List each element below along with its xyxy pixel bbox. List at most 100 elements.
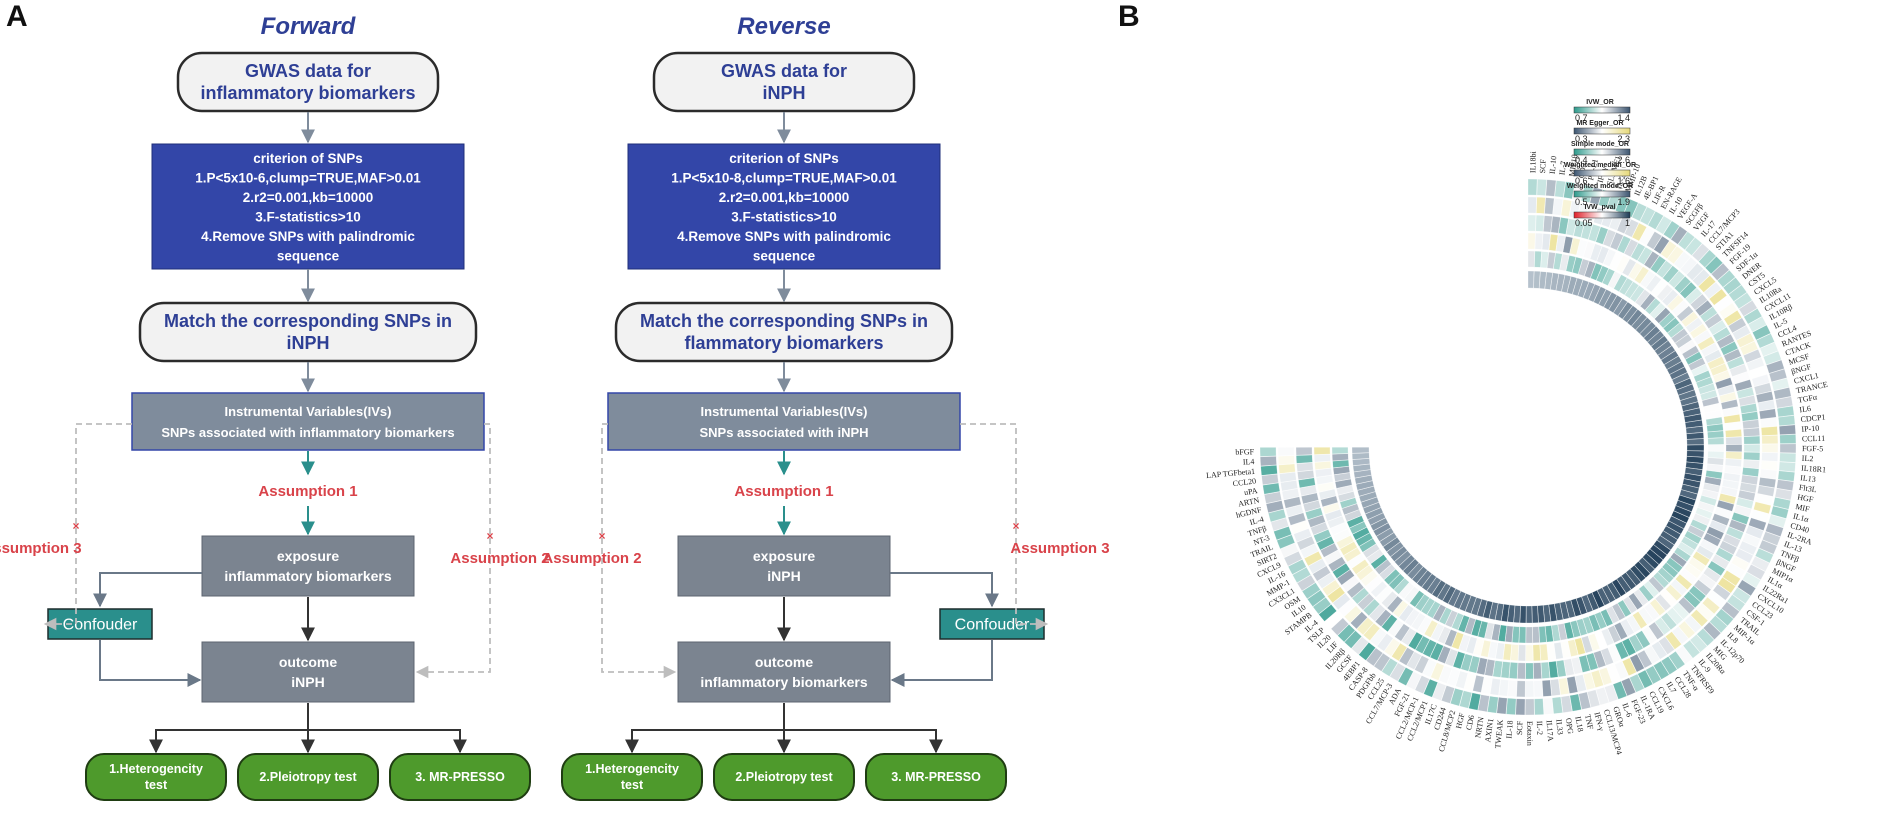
biomarker-label: Eotaxin [1525,721,1534,746]
heatmap-cell [1316,536,1335,551]
heatmap-cell [1722,406,1740,417]
heatmap-cell [1639,321,1657,338]
heatmap-cell [1574,637,1586,656]
heatmap-cell [1677,541,1695,557]
assumption-1-label: Assumption 1 [734,483,833,500]
outcome-text-line: outcome [279,654,338,670]
heatmap-cell [1704,313,1723,329]
heatmap-cell [1693,370,1712,383]
heatmap-cell [1743,444,1761,453]
test-box: 3. MR-PRESSO [389,753,531,801]
test-text-line: 1.Heterogencity [585,762,679,776]
heatmap-cell [1773,387,1792,400]
heatmap-cell [1437,645,1451,664]
heatmap-cell [1719,391,1737,403]
heatmap-cell [1675,645,1693,665]
heatmap-cell [1332,592,1351,610]
heatmap-cell [1720,486,1738,497]
heatmap-cell [1595,687,1610,706]
heatmap-cell [1653,660,1670,680]
heatmap-cell [1347,553,1366,569]
heatmap-cell [1484,622,1495,640]
heatmap-cell [1561,274,1572,293]
exposure-text-line: inflammatory biomarkers [224,568,391,584]
heatmap-cell [1649,544,1668,560]
heatmap-cell [1422,658,1437,678]
heatmap-cell [1438,607,1453,625]
panel-b-letter: B [1118,0,1140,33]
heatmap-cell [1565,218,1577,236]
heatmap-cell [1685,351,1703,366]
heatmap-cell [1724,465,1742,475]
heatmap-cell [1332,563,1351,579]
heatmap-cell [1526,605,1533,624]
biomarker-label: IL-18 [1505,720,1515,739]
heatmap-cell [1723,310,1743,326]
heatmap-cell [1733,292,1753,310]
heatmap-cell [1658,312,1676,329]
heatmap-cell [1677,231,1696,250]
heatmap-cell [1525,662,1534,680]
heatmap-cell [1602,229,1617,248]
heatmap-cell [1681,401,1700,412]
heatmap-cell [1609,232,1624,251]
heatmap-cell [1548,661,1559,679]
heatmap-cell [1510,644,1519,661]
heatmap-cell [1432,604,1447,622]
heatmap-cell [1617,599,1632,618]
biomarker-label: IL-7 [1557,160,1568,175]
heatmap-cell [1632,611,1648,629]
heatmap-cell [1751,374,1770,387]
heatmap-cell [1757,485,1775,497]
confounder-label: Confouder [955,617,1030,634]
heatmap-cell [1495,642,1505,660]
heatmap-cell [1707,437,1725,445]
heatmap-cell [1495,603,1504,622]
heatmap-cell [1352,527,1370,541]
exposure-text-line: exposure [277,548,339,564]
heatmap-cell [1778,415,1796,427]
heatmap-cell [1656,535,1675,551]
heatmap-cell [1442,585,1456,604]
heatmap-cell [1487,695,1499,714]
heatmap-cell [1318,488,1337,500]
heatmap-cell [1404,608,1420,627]
heatmap-cell [1572,256,1583,275]
biomarker-label: uPA [1243,486,1258,497]
exposure-box: exposure inflammatory biomarkers [201,535,415,597]
heatmap-cell [1498,679,1509,697]
heatmap-cell [1669,366,1688,380]
heatmap-cell [1666,294,1684,312]
heatmap-cell [1696,545,1714,560]
legend-colorbar [1573,169,1631,177]
heatmap-cell [1525,644,1534,662]
heatmap-cell [1763,350,1782,366]
heatmap-cell [1346,515,1365,529]
heatmap-cell [1403,586,1420,604]
heatmap-cell [1582,672,1596,691]
heatmap-cell [1382,537,1401,553]
heatmap-cell [1609,251,1624,270]
heatmap-cell [1407,562,1424,580]
heatmap-cell [1332,528,1351,543]
heatmap-cell [1374,559,1392,575]
heatmap-cell [1746,357,1765,371]
legend-title: MR Egger_OR [1576,120,1623,127]
heatmap-cell [1480,639,1491,658]
heatmap-cell [1376,527,1395,542]
heatmap-cell [1631,313,1648,331]
heatmap-cell [1280,542,1299,558]
heatmap-cell [1450,688,1464,707]
heatmap-cell [1685,461,1704,470]
heatmap-cell [1768,368,1788,383]
heatmap-cell [1543,215,1553,233]
heatmap-cell [1715,547,1734,563]
heatmap-cell [1628,634,1644,653]
heatmap-cell [1671,372,1691,385]
heatmap-cell [1587,689,1601,708]
biomarker-label: AXIN1 [1483,718,1495,743]
heatmap-cell [1386,595,1403,613]
heatmap-cell [1703,532,1722,547]
